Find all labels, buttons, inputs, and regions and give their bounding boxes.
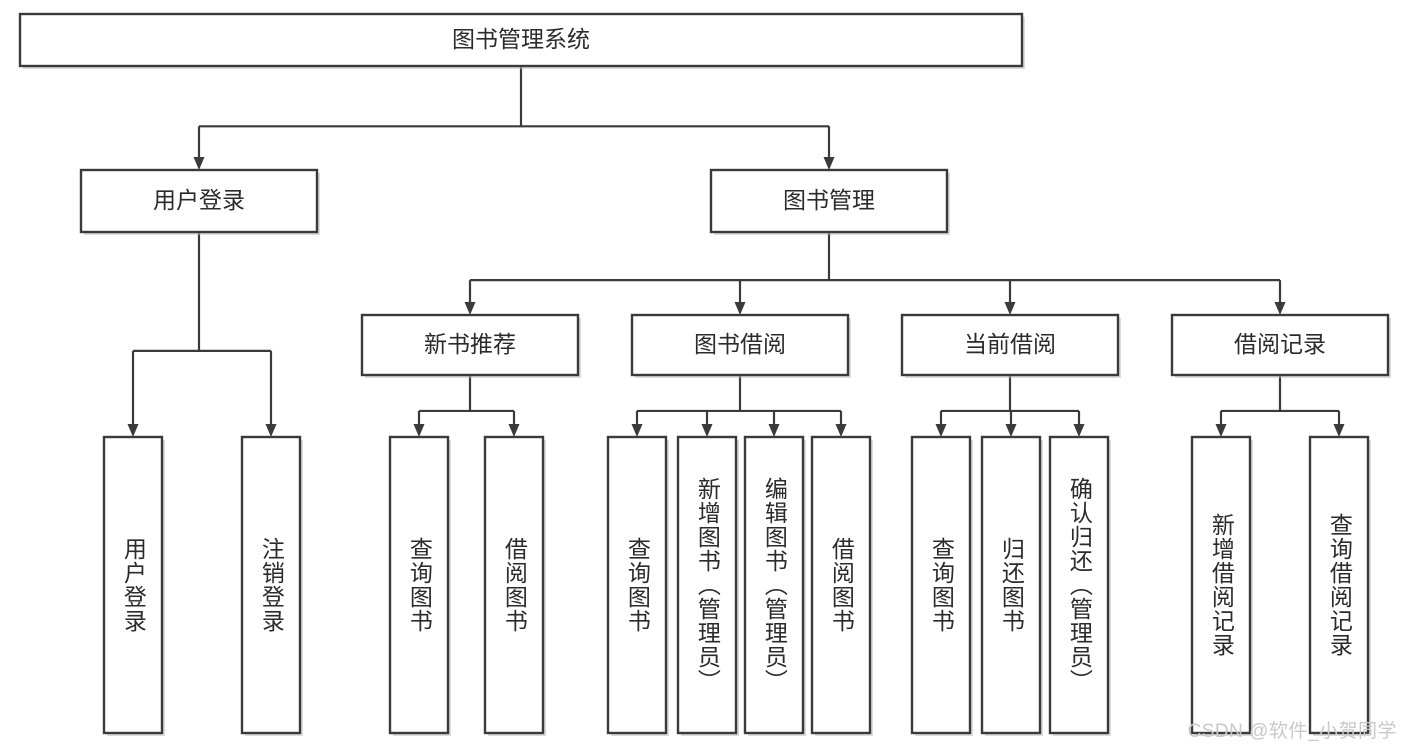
node-leaf-borrow-book-1[interactable] bbox=[483, 435, 546, 736]
watermark-text: CSDN @软件_小贺同学 bbox=[1187, 721, 1397, 742]
node-leaf-borrow-book-2[interactable] bbox=[810, 435, 873, 736]
connector-group-borrow-record bbox=[1215, 375, 1345, 437]
node-leaf-add-record[interactable] bbox=[1190, 435, 1253, 736]
connector-group-root bbox=[193, 66, 835, 170]
node-book-manage[interactable] bbox=[709, 168, 950, 235]
node-label-new-book-rec: 新书推荐 bbox=[424, 331, 516, 357]
node-box-layer bbox=[18, 12, 1391, 736]
node-user-login[interactable] bbox=[79, 168, 320, 235]
node-leaf-query-book-3[interactable] bbox=[910, 435, 973, 736]
node-leaf-query-book-2[interactable] bbox=[606, 435, 669, 736]
node-root[interactable] bbox=[18, 12, 1025, 69]
node-leaf-confirm-return[interactable] bbox=[1048, 435, 1111, 736]
node-borrow-record[interactable] bbox=[1170, 313, 1391, 378]
connector-group-book-manage bbox=[464, 232, 1286, 315]
connector-group-user-login bbox=[127, 232, 277, 437]
node-leaf-edit-book[interactable] bbox=[743, 435, 806, 736]
node-leaf-add-book[interactable] bbox=[676, 435, 739, 736]
node-leaf-return-book[interactable] bbox=[980, 435, 1043, 736]
node-leaf-user-logout[interactable] bbox=[240, 435, 303, 736]
connector-group-current-borrow bbox=[935, 375, 1085, 437]
node-current-borrow[interactable] bbox=[900, 313, 1121, 378]
node-leaf-user-login[interactable] bbox=[102, 435, 165, 736]
node-label-user-login: 用户登录 bbox=[153, 187, 245, 213]
node-new-book-rec[interactable] bbox=[360, 313, 581, 378]
node-label-root: 图书管理系统 bbox=[452, 26, 590, 52]
node-leaf-query-record[interactable] bbox=[1308, 435, 1371, 736]
connector-group-book-borrow bbox=[631, 375, 847, 437]
connector-group-new-book-rec bbox=[413, 375, 520, 437]
node-label-book-borrow: 图书借阅 bbox=[694, 331, 786, 357]
node-label-book-manage: 图书管理 bbox=[783, 187, 875, 213]
node-label-borrow-record: 借阅记录 bbox=[1234, 331, 1326, 357]
connector-layer bbox=[127, 66, 1345, 437]
node-book-borrow[interactable] bbox=[630, 313, 851, 378]
node-leaf-query-book-1[interactable] bbox=[388, 435, 451, 736]
node-label-current-borrow: 当前借阅 bbox=[964, 331, 1056, 357]
